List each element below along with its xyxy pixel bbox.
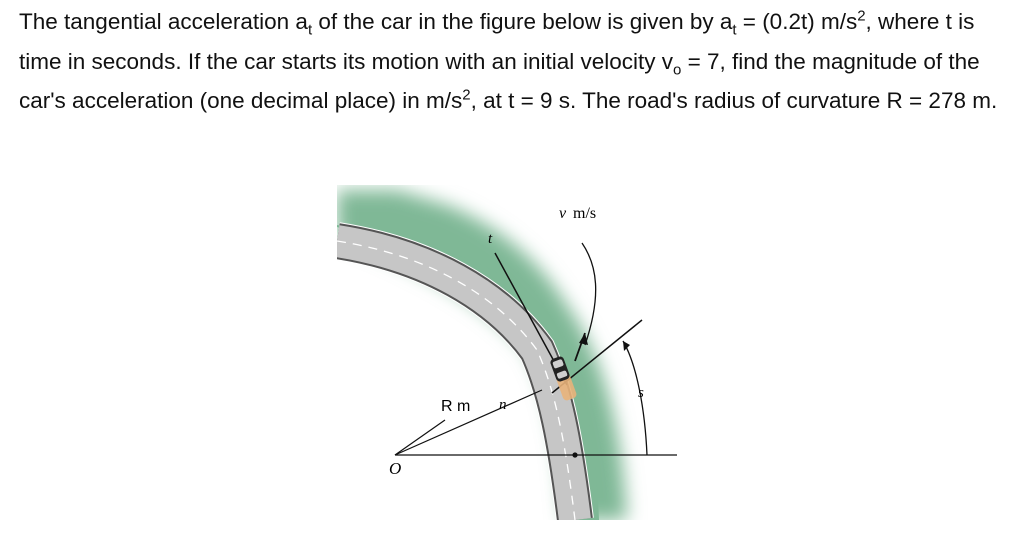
center-label: O [389, 459, 401, 478]
arc-length-label: s [638, 385, 644, 401]
arc-length-marker [622, 340, 648, 456]
velocity-leader-line [581, 242, 597, 346]
road [337, 222, 594, 520]
velocity-units-label: m/s [573, 205, 596, 222]
radius-label: R m [441, 398, 470, 415]
tangent-label: t [488, 231, 493, 247]
velocity-symbol-label: v [559, 205, 567, 222]
radius-line [394, 389, 543, 456]
radius-ray [394, 419, 446, 456]
normal-label: n [499, 397, 507, 413]
car [550, 356, 577, 401]
road-point [572, 452, 578, 458]
curved-road-figure: v m/s t R m n s O [337, 190, 677, 520]
roadside-grass [337, 190, 627, 520]
problem-statement: The tangential acceleration at of the ca… [19, 7, 998, 114]
